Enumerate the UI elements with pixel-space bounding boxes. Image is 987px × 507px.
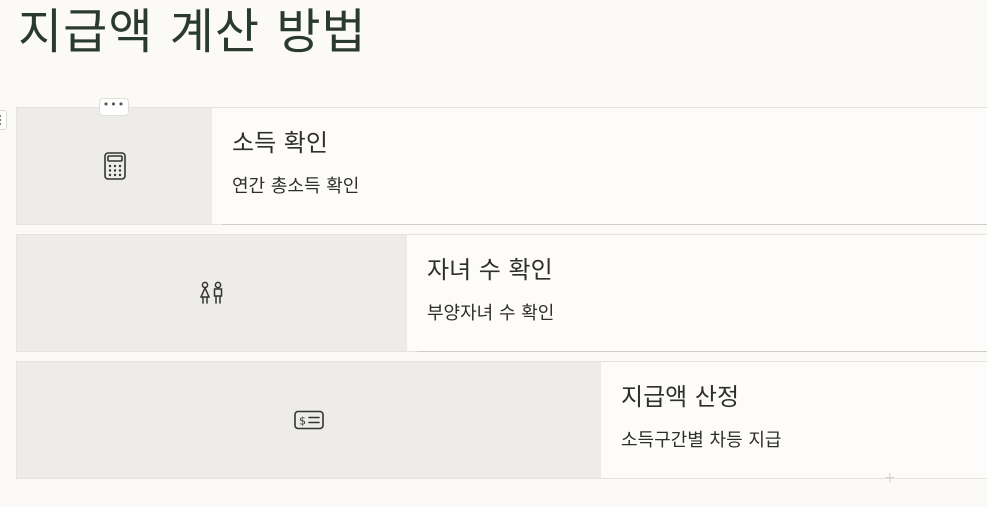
divider: [417, 351, 987, 352]
step-list: 소득 확인 연간 총소득 확인 자녀 수 확인 부양자녀 수 확: [16, 107, 987, 480]
step-title[interactable]: 지급액 산정: [621, 383, 740, 411]
step-title[interactable]: 소득 확인: [232, 129, 328, 157]
page-title[interactable]: 지급액 계산 방법: [18, 4, 367, 60]
bill-icon: $: [294, 410, 324, 430]
step-card-amount[interactable]: $ 지급액 산정 소득구간별 차등 지급: [16, 361, 987, 479]
svg-text:$: $: [299, 415, 306, 428]
more-options-button[interactable]: •••: [99, 98, 129, 116]
step-description[interactable]: 연간 총소득 확인: [232, 176, 360, 197]
divider: [222, 224, 987, 225]
step-media: [17, 108, 212, 224]
step-title[interactable]: 자녀 수 확인: [427, 256, 553, 284]
step-media: $: [17, 362, 601, 478]
step-description[interactable]: 소득구간별 차등 지급: [621, 430, 782, 451]
step-card-children[interactable]: 자녀 수 확인 부양자녀 수 확인: [16, 234, 987, 352]
add-block-plus-icon[interactable]: +: [884, 470, 896, 486]
calculator-icon: [103, 152, 126, 180]
step-media: [17, 235, 407, 351]
step-description[interactable]: 부양자녀 수 확인: [427, 303, 555, 324]
step-card-income[interactable]: 소득 확인 연간 총소득 확인: [16, 107, 987, 225]
children-icon: [198, 281, 226, 305]
drag-handle[interactable]: [0, 110, 7, 130]
